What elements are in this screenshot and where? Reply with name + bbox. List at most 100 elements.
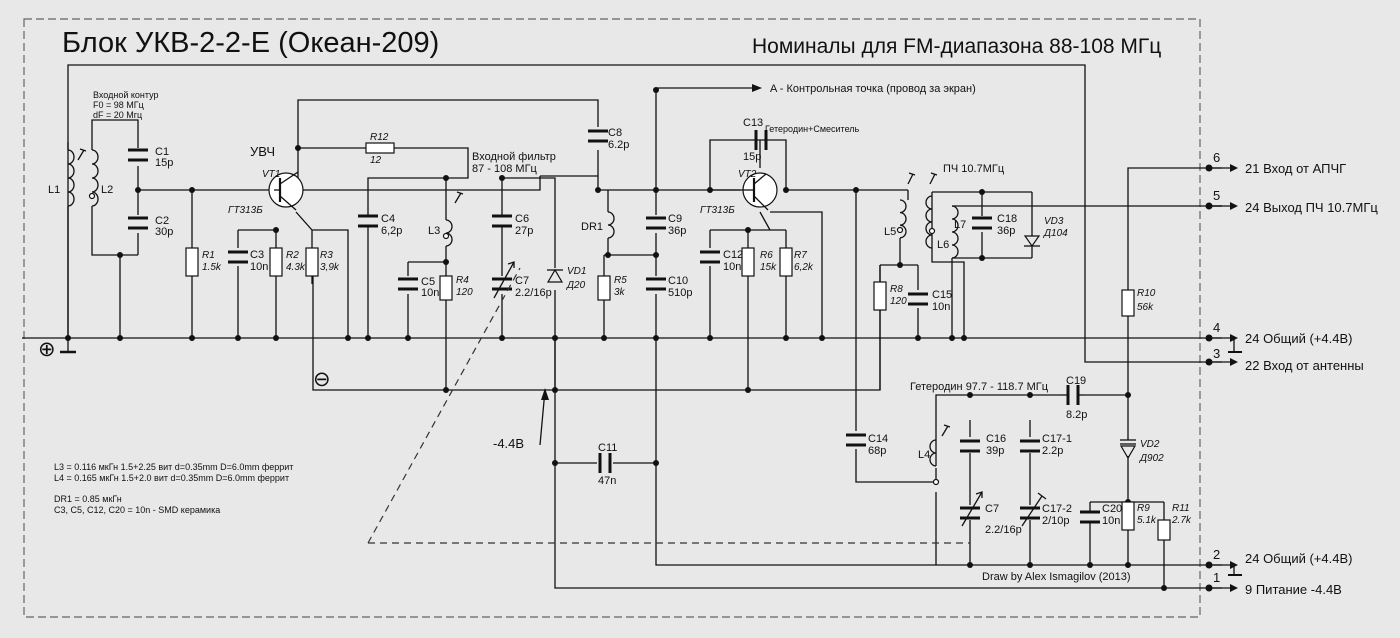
- inductors: [67, 148, 959, 486]
- svg-text:3k: 3k: [614, 287, 626, 298]
- plus-sign: ⊕: [38, 338, 56, 361]
- svg-text:L5: L5: [884, 226, 896, 238]
- svg-text:C11: C11: [598, 442, 617, 454]
- svg-text:10n: 10n: [723, 261, 741, 273]
- svg-text:VD1: VD1: [567, 266, 586, 277]
- resistors: [185, 142, 1171, 541]
- subtitle: Номиналы для FM-диапазона 88-108 МГц: [752, 35, 1161, 58]
- pin-3-number: 3: [1213, 346, 1220, 361]
- svg-text:L7: L7: [954, 219, 966, 231]
- svg-text:R6: R6: [760, 250, 773, 261]
- connector-pins: [1205, 164, 1238, 592]
- input-filter-label: Входной фильтр: [472, 151, 556, 163]
- svg-text:VD2: VD2: [1140, 439, 1160, 450]
- svg-text:C3: C3: [250, 249, 264, 261]
- pin-5-number: 5: [1213, 188, 1220, 203]
- input-circuit-title: Входной контур: [93, 90, 159, 100]
- svg-text:ГТ313Б: ГТ313Б: [700, 205, 735, 216]
- svg-text:R3: R3: [320, 250, 333, 261]
- pin-5-label: 24 Выход ПЧ 10.7МГц: [1245, 200, 1378, 215]
- svg-text:10n: 10n: [421, 287, 439, 299]
- input-circuit-df: dF = 20 Мгц: [93, 110, 142, 120]
- svg-text:C7: C7: [985, 503, 999, 515]
- svg-text:L4: L4: [918, 449, 930, 461]
- svg-text:VT1: VT1: [262, 169, 280, 180]
- svg-text:C5: C5: [421, 276, 435, 288]
- svg-text:R2: R2: [286, 250, 299, 261]
- heterodyne-mixer-label: Гетеродин+Смеситель: [765, 124, 860, 134]
- control-point-label: A - Контрольная точка (провод за экран): [770, 83, 976, 95]
- pin-2-label: 24 Общий (+4.4В): [1245, 551, 1352, 566]
- svg-text:Д20: Д20: [566, 280, 586, 291]
- svg-text:6.2p: 6.2p: [608, 139, 629, 151]
- svg-text:C2: C2: [155, 215, 169, 227]
- pin-6-label: 21 Вход от АПЧГ: [1245, 161, 1346, 176]
- note-dr1: DR1 = 0.85 мкГн: [54, 494, 122, 504]
- pin-2-number: 2: [1213, 547, 1220, 562]
- svg-text:56k: 56k: [1137, 302, 1154, 313]
- input-filter-range: 87 - 108 МГц: [472, 163, 538, 175]
- pin-4-label: 24 Общий (+4.4В): [1245, 331, 1352, 346]
- heterodyne-label: Гетеродин 97.7 - 118.7 МГц: [910, 381, 1049, 393]
- svg-text:10n: 10n: [250, 261, 268, 273]
- svg-text:C20: C20: [1102, 503, 1122, 515]
- svg-text:DR1: DR1: [581, 221, 603, 233]
- svg-text:1.5k: 1.5k: [202, 262, 222, 273]
- svg-text:R9: R9: [1137, 503, 1150, 514]
- svg-text:C13: C13: [743, 117, 763, 129]
- svg-text:10n: 10n: [932, 301, 950, 313]
- ground-symbol: [60, 338, 1242, 576]
- note-smd: C3, C5, C12, C20 = 10n - SMD керамика: [54, 505, 220, 515]
- svg-text:5.1k: 5.1k: [1137, 515, 1157, 526]
- svg-text:2.2p: 2.2p: [1042, 445, 1063, 457]
- svg-text:R7: R7: [794, 250, 807, 261]
- svg-text:4.3k: 4.3k: [286, 262, 306, 273]
- board-outline: [23, 18, 1201, 618]
- pin-1-label: 9 Питание -4.4В: [1245, 582, 1342, 597]
- svg-text:C10: C10: [668, 275, 688, 287]
- svg-text:120: 120: [456, 287, 473, 298]
- svg-text:C12: C12: [723, 249, 743, 261]
- svg-text:C4: C4: [381, 213, 395, 225]
- svg-text:10n: 10n: [1102, 515, 1120, 527]
- svg-text:C1: C1: [155, 146, 169, 158]
- svg-text:C17-2: C17-2: [1042, 503, 1072, 515]
- minus-sign: ⊖: [313, 368, 331, 391]
- svg-text:R4: R4: [456, 275, 469, 286]
- svg-text:Д902: Д902: [1139, 453, 1164, 464]
- capacitors: [128, 129, 1100, 527]
- svg-text:120: 120: [890, 296, 907, 307]
- svg-text:15k: 15k: [760, 262, 777, 273]
- svg-text:2.7k: 2.7k: [1171, 515, 1192, 526]
- svg-text:C19: C19: [1066, 375, 1086, 387]
- svg-text:C9: C9: [668, 213, 682, 225]
- svg-text:ГТ313Б: ГТ313Б: [228, 205, 263, 216]
- junctions: [65, 87, 1167, 591]
- svg-text:C6: C6: [515, 213, 529, 225]
- svg-text:6,2p: 6,2p: [381, 225, 402, 237]
- svg-text:36p: 36p: [668, 225, 686, 237]
- pin-3-label: 22 Вход от антенны: [1245, 358, 1364, 373]
- svg-text:2.2/16p: 2.2/16p: [515, 287, 552, 299]
- svg-text:R10: R10: [1137, 288, 1156, 299]
- svg-text:30p: 30p: [155, 226, 173, 238]
- note-l3: L3 = 0.116 мкГн 1.5+2.25 вит d=0.35mm D=…: [54, 462, 293, 472]
- uvch-label: УВЧ: [250, 144, 275, 159]
- svg-text:510p: 510p: [668, 287, 692, 299]
- svg-text:47n: 47n: [598, 475, 616, 487]
- svg-text:15p: 15p: [743, 151, 761, 163]
- svg-text:C7: C7: [515, 275, 529, 287]
- svg-text:R5: R5: [614, 275, 627, 286]
- svg-text:L6: L6: [937, 239, 949, 251]
- svg-text:2/10p: 2/10p: [1042, 515, 1070, 527]
- pin-4-number: 4: [1213, 320, 1220, 335]
- svg-text:C14: C14: [868, 433, 888, 445]
- svg-text:R1: R1: [202, 250, 215, 261]
- svg-text:R12: R12: [370, 132, 389, 143]
- svg-text:C16: C16: [986, 433, 1006, 445]
- svg-text:R8: R8: [890, 284, 903, 295]
- svg-text:68p: 68p: [868, 445, 886, 457]
- svg-text:Д104: Д104: [1043, 228, 1068, 239]
